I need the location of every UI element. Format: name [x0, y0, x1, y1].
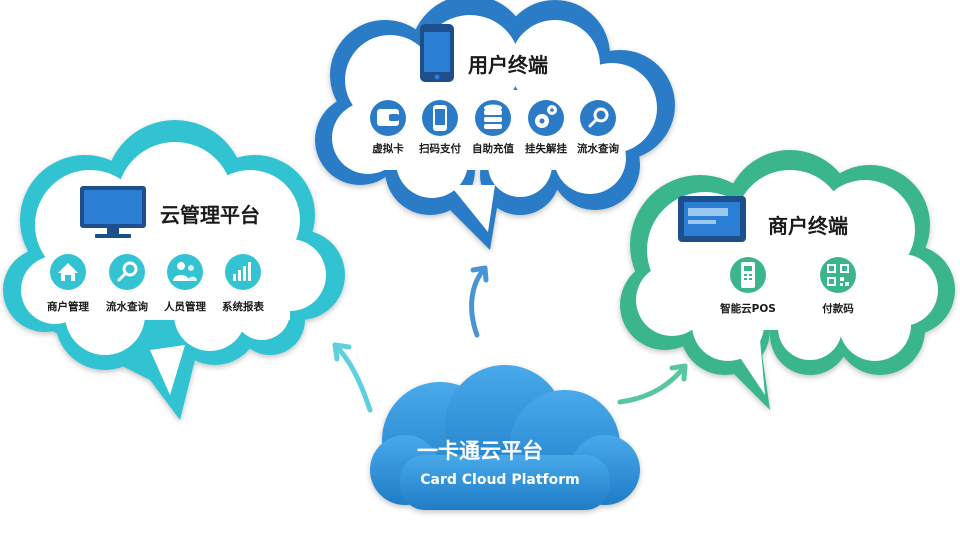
merchant-terminal-items: 智能云POS 付款码 [719, 257, 856, 315]
user-terminal-items: 虚拟卡 扫码支付 自助充值 [370, 100, 619, 155]
cloud-management-title: 云管理平台 [160, 203, 260, 227]
merchant-terminal-title: 商户终端 [768, 214, 848, 238]
users-icon [173, 262, 197, 281]
home-icon [58, 263, 78, 281]
user-terminal-bubble [315, 0, 675, 250]
tablet-pos-icon [678, 196, 746, 242]
item-label: 商户管理 [47, 300, 89, 313]
item-label: 自助充值 [472, 142, 514, 155]
item-label: 挂失解挂 [525, 142, 567, 155]
item-label: 系统报表 [222, 300, 264, 313]
arrow-to-cloud-management [332, 342, 373, 413]
arrow-to-user-terminal [469, 265, 489, 338]
flow-query-item: 流水查询 [106, 254, 148, 313]
item-label: 流水查询 [577, 142, 619, 155]
report-loss-item: 挂失解挂 [525, 100, 567, 155]
virtual-card-item: 虚拟卡 [370, 100, 406, 155]
self-recharge-item: 自助充值 [472, 100, 514, 155]
arrow-to-merchant-terminal [617, 363, 688, 405]
qr-code-icon [827, 264, 849, 286]
item-label: 流水查询 [106, 300, 148, 313]
search-icon [117, 261, 138, 282]
phone-icon [433, 105, 447, 131]
pos-machine-icon [741, 262, 755, 288]
bar-chart-icon [233, 262, 251, 281]
flow-query-item: 流水查询 [577, 100, 619, 155]
core-title-cn: 一卡通云平台 [417, 439, 543, 463]
item-label: 人员管理 [164, 300, 206, 313]
item-label: 虚拟卡 [372, 142, 404, 155]
core-cloud [370, 365, 640, 510]
wallet-icon [377, 109, 399, 126]
staff-management-item: 人员管理 [164, 254, 206, 313]
scan-pay-item: 扫码支付 [419, 100, 461, 155]
gears-icon [535, 105, 557, 128]
smartphone-icon [420, 24, 454, 82]
core-title-en: Card Cloud Platform [420, 472, 579, 488]
system-report-item: 系统报表 [222, 254, 264, 313]
item-label: 扫码支付 [419, 142, 461, 155]
search-icon [588, 107, 609, 128]
cloud-management-items: 商户管理 流水查询 人员管理 [47, 254, 264, 313]
user-terminal-title: 用户终端 [468, 53, 548, 77]
monitor-icon [80, 186, 146, 238]
item-label: 智能云POS [719, 302, 776, 315]
coins-icon [484, 104, 502, 129]
merchant-management-item: 商户管理 [47, 254, 89, 313]
item-label: 付款码 [822, 302, 854, 315]
merchant-terminal-bubble [620, 150, 955, 410]
payment-code-item: 付款码 [820, 257, 856, 315]
smart-pos-item: 智能云POS [719, 257, 776, 315]
